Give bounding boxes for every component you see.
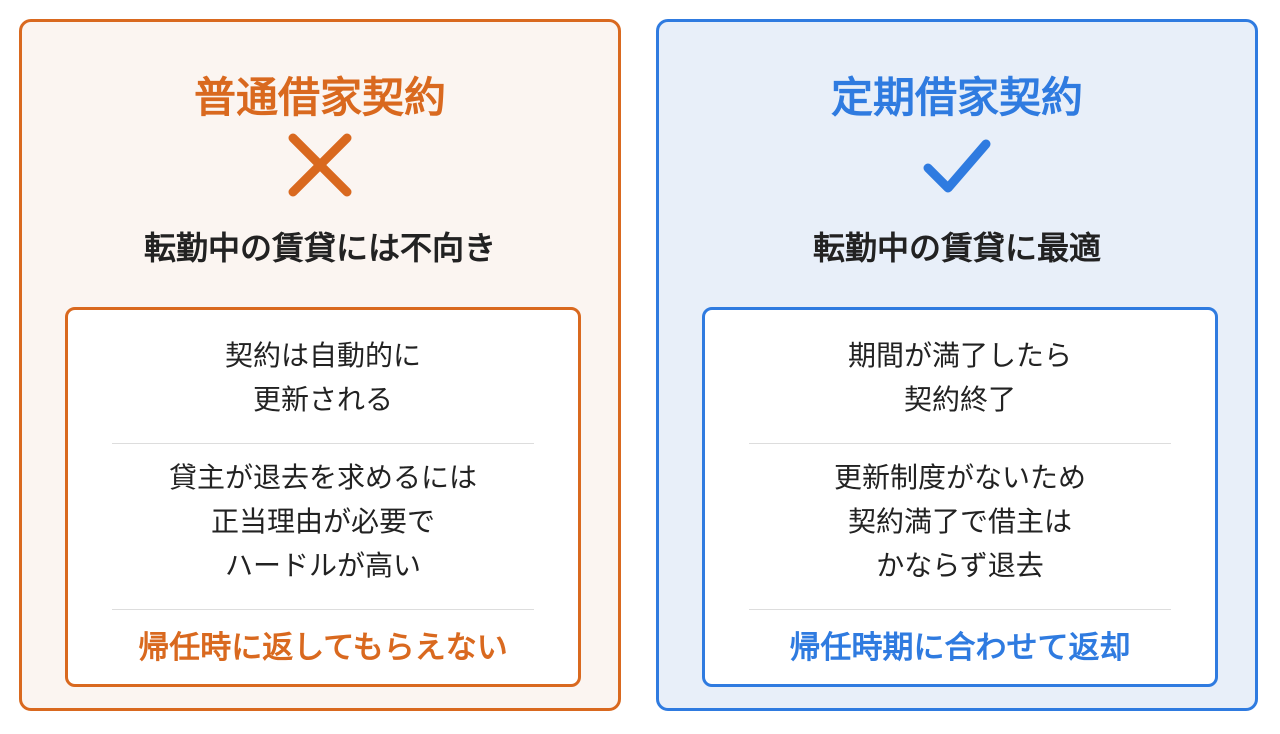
text-line: 契約満了で借主は	[847, 505, 1072, 538]
text-line: かならず退去	[876, 549, 1044, 582]
panel-title: 定期借家契約	[830, 73, 1083, 122]
text-line: 更新される	[252, 383, 393, 416]
text-line: 更新制度がないため	[833, 461, 1086, 494]
text-line: ハードルが高い	[224, 549, 421, 582]
panel-subtitle: 転勤中の賃貸には不向き	[143, 229, 496, 267]
cross-icon	[288, 133, 352, 197]
text-line: 契約終了	[903, 383, 1016, 416]
details-box: 契約は自動的に 更新される 貸主が退去を求めるには 正当理由が必要で ハードルが…	[65, 307, 581, 687]
check-icon	[923, 139, 991, 193]
regular-lease-panel: 普通借家契約 転勤中の賃貸には不向き 契約は自動的に 更新される 貸主が退去を求…	[19, 19, 621, 711]
divider	[749, 443, 1171, 444]
text-line: 正当理由が必要で	[210, 505, 435, 538]
panel-subtitle: 転勤中の賃貸に最適	[812, 229, 1101, 267]
point-no-renewal: 更新制度がないため 契約満了で借主は かならず退去	[705, 456, 1215, 588]
divider	[112, 609, 534, 610]
text-line: 期間が満了したら	[847, 339, 1072, 372]
details-box: 期間が満了したら 契約終了 更新制度がないため 契約満了で借主は かならず退去 …	[702, 307, 1218, 687]
text-line: 契約は自動的に	[224, 339, 421, 372]
point-term-end: 期間が満了したら 契約終了	[705, 334, 1215, 422]
conclusion: 帰任時に返してもらえない	[138, 630, 508, 666]
point-auto-renewal: 契約は自動的に 更新される	[68, 334, 578, 422]
point-eviction: 貸主が退去を求めるには 正当理由が必要で ハードルが高い	[68, 456, 578, 588]
divider	[112, 443, 534, 444]
panel-title: 普通借家契約	[193, 73, 446, 122]
text-line: 貸主が退去を求めるには	[168, 461, 477, 494]
divider	[749, 609, 1171, 610]
fixed-term-lease-panel: 定期借家契約 転勤中の賃貸に最適 期間が満了したら 契約終了 更新制度がないため…	[656, 19, 1258, 711]
conclusion: 帰任時期に合わせて返却	[789, 630, 1131, 666]
